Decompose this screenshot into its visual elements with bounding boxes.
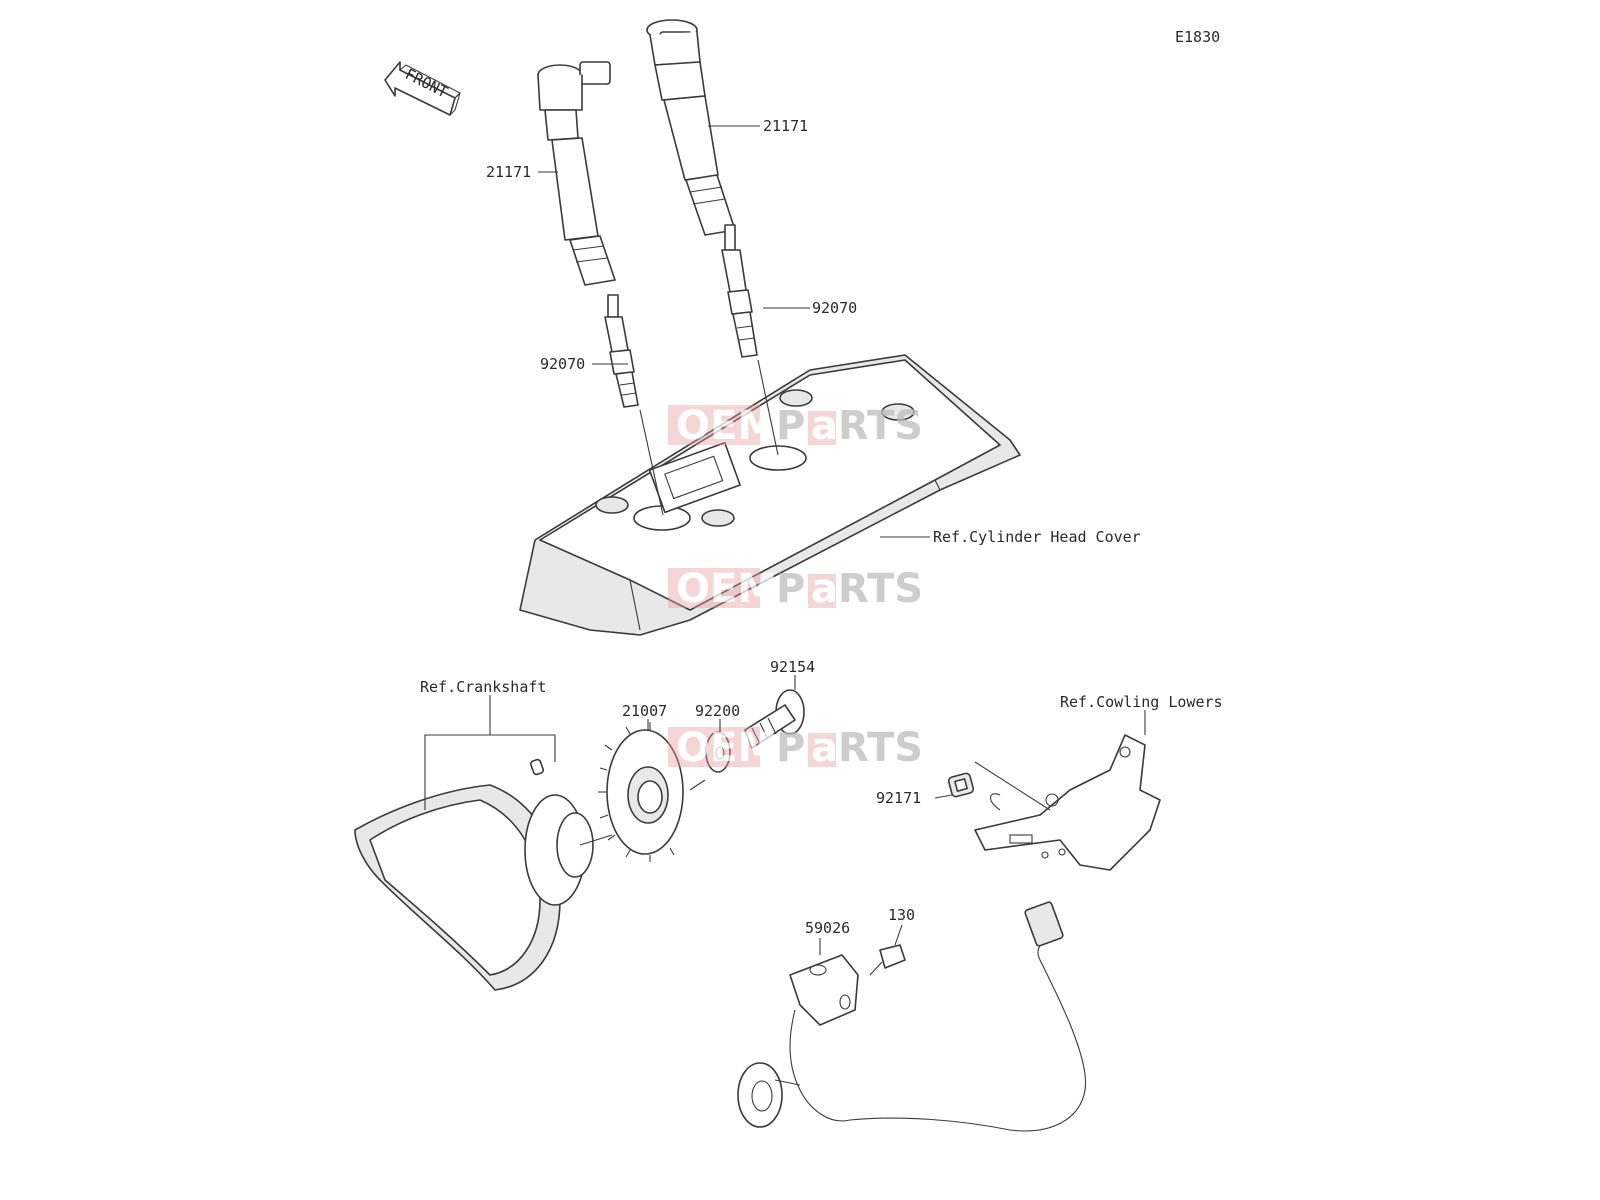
sensor-harness — [737, 901, 1087, 1132]
spark-plug-right[interactable] — [721, 224, 758, 358]
svg-text:a: a — [811, 566, 838, 612]
callout-crankshaft[interactable]: Ref.Crankshaft — [420, 678, 546, 696]
crank-sensor[interactable] — [789, 944, 906, 1026]
spark-plug-left[interactable] — [604, 294, 639, 408]
rotor-bolt[interactable] — [744, 689, 805, 749]
callout-plug-right[interactable]: 92070 — [812, 299, 857, 317]
callout-bolt[interactable]: 92154 — [770, 658, 815, 676]
ignition-coil-left[interactable] — [537, 61, 616, 286]
svg-text:P: P — [776, 566, 805, 612]
clamp[interactable] — [947, 772, 975, 798]
callout-rotor[interactable]: 21007 — [622, 702, 667, 720]
callout-coil-left[interactable]: 21171 — [486, 163, 531, 181]
watermark: OEM P a RTS OEM P a RTS OEM P a RTS — [668, 403, 923, 771]
svg-text:OEM: OEM — [676, 403, 777, 449]
svg-text:a: a — [811, 403, 838, 449]
svg-text:OEM: OEM — [676, 566, 777, 612]
callout-plug-left[interactable]: 92070 — [540, 355, 585, 373]
svg-text:RTS: RTS — [838, 566, 923, 612]
leader-lines — [424, 125, 1146, 955]
callout-coil-right[interactable]: 21171 — [763, 117, 808, 135]
svg-text:RTS: RTS — [838, 403, 923, 449]
callout-head-cover[interactable]: Ref.Cylinder Head Cover — [933, 528, 1141, 546]
svg-text:RTS: RTS — [838, 725, 923, 771]
callout-clamp[interactable]: 92171 — [876, 789, 921, 807]
crankshaft — [354, 758, 594, 991]
svg-text:P: P — [776, 403, 805, 449]
callout-sensor[interactable]: 59026 — [805, 919, 850, 937]
cylinder-head-cover — [519, 354, 1021, 636]
callout-washer[interactable]: 92200 — [695, 702, 740, 720]
svg-text:a: a — [811, 725, 838, 771]
callouts: 21171 21171 92070 92070 Ref.Cylinder Hea… — [420, 117, 1223, 937]
cowling-bracket — [974, 734, 1161, 871]
ignition-coil-right[interactable] — [646, 19, 736, 236]
callout-cowling[interactable]: Ref.Cowling Lowers — [1060, 693, 1223, 711]
svg-text:OEM: OEM — [676, 725, 777, 771]
timing-rotor[interactable] — [598, 722, 684, 862]
svg-text:P: P — [776, 725, 805, 771]
front-arrow-icon: FRONT — [384, 61, 461, 116]
washer[interactable] — [705, 731, 731, 773]
diagram-code: E1830 — [1175, 28, 1220, 46]
callout-sensor-bolt[interactable]: 130 — [888, 906, 915, 924]
